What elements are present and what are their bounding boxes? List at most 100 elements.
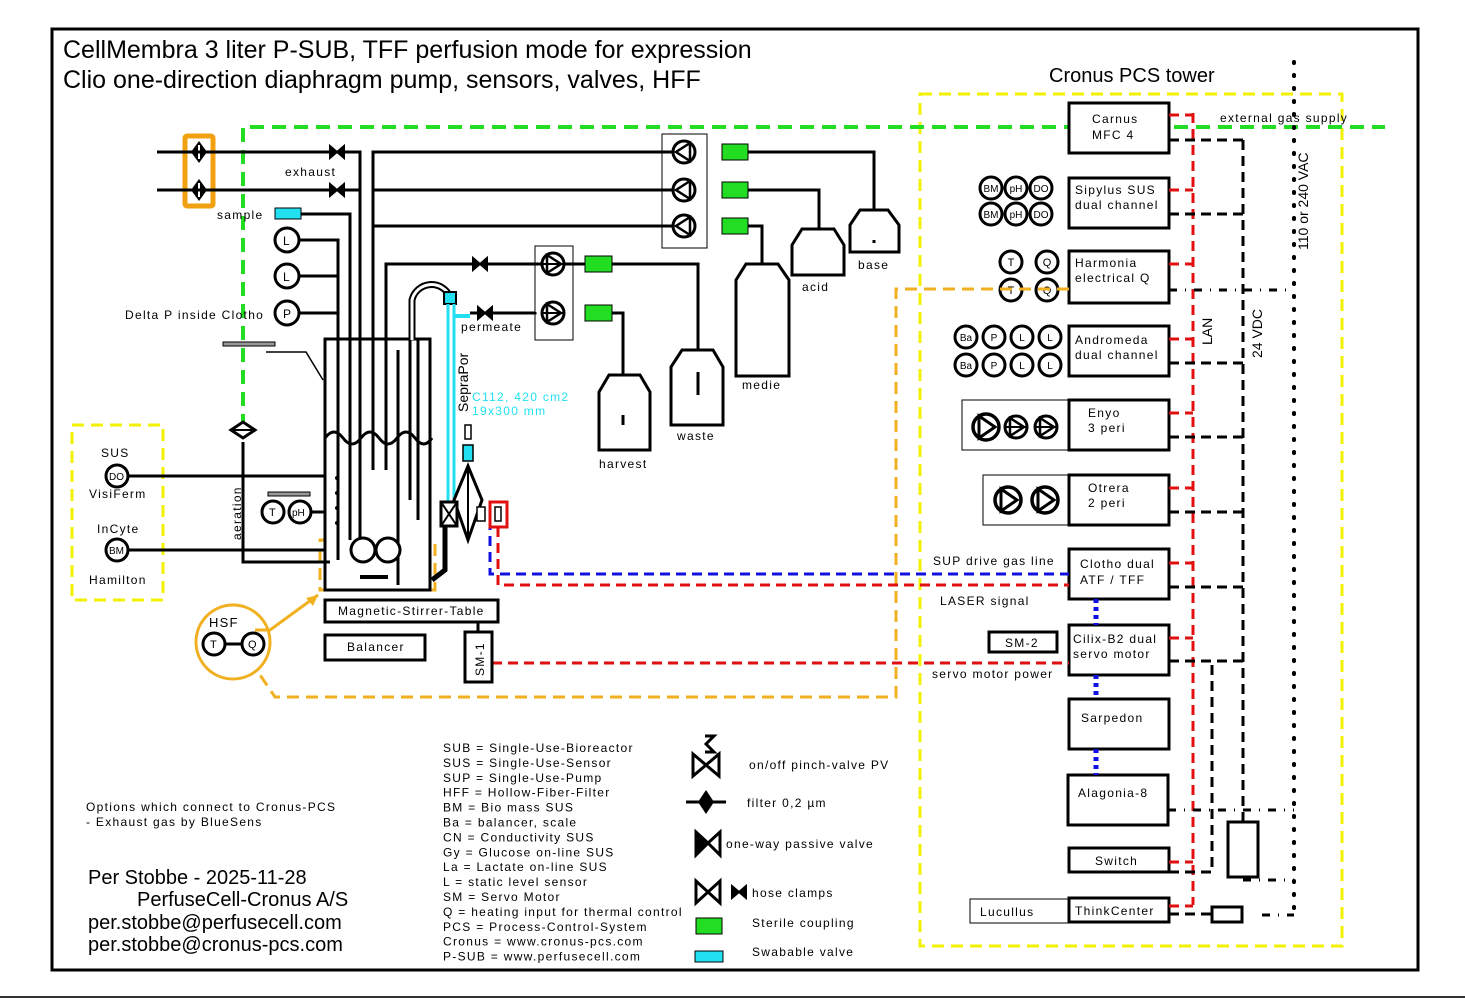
author-company: PerfuseCell-Cronus A/S [137, 889, 348, 911]
module-andromeda[interactable]: Andromeda dual channel [1067, 324, 1171, 378]
sensor-label: DO [1034, 210, 1049, 221]
sm2-box[interactable] [987, 630, 1059, 654]
feed-lines [371, 150, 672, 340]
balancer[interactable] [323, 633, 427, 662]
svg-text:Cilix-B2 dual: Cilix-B2 dual [1073, 632, 1157, 646]
hollow-fiber-filter[interactable] [446, 304, 456, 505]
vac-label: 110 or 240 VAC [1295, 152, 1311, 250]
module-cilix[interactable]: Cilix-B2 dual servo motor [1067, 623, 1171, 677]
module-clotho[interactable]: Clotho dual ATF / TFF [1067, 547, 1171, 601]
abbreviation-item: La = Lactate on-line SUS [443, 860, 608, 874]
module-switch[interactable]: Switch [1067, 846, 1171, 874]
svg-text:electrical Q: electrical Q [1075, 271, 1151, 285]
sensor-icon [1003, 175, 1029, 201]
legend: on/off pinch-valve PV filter 0,2 µm one-… [686, 734, 889, 963]
svg-text:L: L [283, 234, 290, 248]
sterile-coupling[interactable] [584, 255, 613, 273]
sprapor-label: SepraPor [455, 353, 471, 412]
sensor-label: L [1047, 333, 1053, 344]
sm2-label: SM-2 [1005, 636, 1039, 650]
options-exhaust-gas: - Exhaust gas by BlueSens [86, 815, 263, 829]
power-supply-unit [1226, 820, 1260, 879]
module-enyo[interactable]: Enyo 3 peri [961, 398, 1171, 452]
abbreviation-item: HFF = Hollow-Fiber-Filter [443, 786, 611, 800]
filter-icon [686, 790, 726, 814]
module-thinkcenter[interactable]: Lucullus ThinkCenter [969, 896, 1171, 924]
sensor-label: T [1008, 285, 1015, 297]
sensor-icon [978, 175, 1004, 201]
sensor-label: pH [1010, 184, 1023, 195]
one-way-valve-icon [694, 828, 722, 859]
sensor-label: P [991, 333, 998, 344]
exhaust-lines [157, 150, 362, 340]
bottle-acid[interactable]: acid [790, 227, 846, 294]
svg-text:P: P [283, 307, 291, 321]
author-email-perfusecell[interactable]: per.stobbe@perfusecell.com [88, 912, 342, 934]
svg-text:Andromeda: Andromeda [1075, 333, 1149, 347]
hose-clamp-icon [329, 145, 345, 159]
abbreviation-item: P-SUB = www.perfusecell.com [443, 950, 641, 964]
svg-text:Magnetic-Stirrer-Table: Magnetic-Stirrer-Table [338, 604, 485, 618]
bioreactor-vessel[interactable] [323, 337, 434, 592]
abbreviation-item: L = static level sensor [443, 875, 588, 889]
delta-p-label: Delta P inside Clotho [125, 308, 264, 322]
level-indicator [222, 341, 276, 347]
sterile-coupling[interactable] [584, 304, 613, 322]
pinch-valve-icon [691, 734, 721, 780]
hsf-arrow [255, 593, 319, 632]
sterile-coupling[interactable] [721, 143, 749, 161]
sensor-icon [1037, 324, 1063, 350]
sensor-label: L [1047, 361, 1053, 372]
svg-text:Clotho dual: Clotho dual [1080, 557, 1155, 571]
module-otrera[interactable]: Otrera 2 peri [982, 473, 1171, 527]
power-adapter [1210, 905, 1244, 924]
svg-text:ThinkCenter: ThinkCenter [1075, 904, 1155, 918]
sterile-coupling[interactable] [721, 217, 749, 235]
svg-text:waste: waste [676, 429, 715, 443]
bottle-base[interactable]: base [848, 208, 901, 272]
permeate-label: permeate [461, 320, 522, 334]
filter-spec-size: 19x300 mm [472, 404, 546, 418]
lan-label: LAN [1199, 318, 1215, 345]
sensor-icon [1034, 249, 1060, 275]
filter-connector [464, 424, 472, 440]
svg-text:medie: medie [742, 378, 781, 392]
hsf-callout [194, 603, 272, 681]
sensor-label: Q [1043, 285, 1052, 297]
sterile-coupling[interactable] [721, 181, 749, 199]
module-sipylus[interactable]: Sipylus SUS dual channel [1067, 176, 1171, 230]
filter-top-port [443, 291, 457, 305]
sensor-icon [1028, 201, 1054, 227]
tower-boundary [918, 92, 1344, 948]
legend-sterile-coupling: Sterile coupling [752, 916, 855, 930]
hsf-label: HSF [209, 615, 239, 630]
sample-label: sample [217, 208, 263, 222]
legend-hose-clamps: hose clamps [752, 886, 834, 900]
hose-clamp-icon [477, 306, 493, 320]
bottle-medie[interactable]: medie [734, 262, 791, 392]
module-sarpedon[interactable]: Sarpedon [1067, 697, 1171, 751]
sample-swabable-valve[interactable] [274, 207, 302, 220]
module-harmonia[interactable]: Harmonia electrical Q [1067, 249, 1171, 305]
module-carnus[interactable]: Carnus MFC 4 [1067, 101, 1171, 155]
feed-pump-acid-icon [671, 177, 697, 203]
diaphragm-pump[interactable] [430, 462, 509, 582]
diagram-title-line1: CellMembra 3 liter P-SUB, TFF perfusion … [63, 36, 752, 64]
sensor-icon [1037, 352, 1063, 378]
sensor-icon [978, 201, 1004, 227]
sensor-icon [1003, 201, 1029, 227]
module-alagonia[interactable]: Alagonia-8 [1066, 773, 1170, 827]
author-email-cronus[interactable]: per.stobbe@cronus-pcs.com [88, 934, 343, 956]
legend-pinch-valve: on/off pinch-valve PV [749, 758, 889, 772]
magnetic-stirrer-table[interactable] [323, 598, 500, 624]
thermal-control-line [256, 287, 1069, 699]
sensor-label: L [1019, 361, 1025, 372]
svg-text:3 peri: 3 peri [1088, 421, 1126, 435]
sensor-label: BM [984, 210, 999, 221]
sensor-icon [1009, 352, 1035, 378]
sm1-servo-motor[interactable] [463, 630, 494, 684]
bottle-harvest[interactable]: harvest [597, 373, 652, 471]
bottle-waste[interactable]: waste [669, 348, 725, 443]
